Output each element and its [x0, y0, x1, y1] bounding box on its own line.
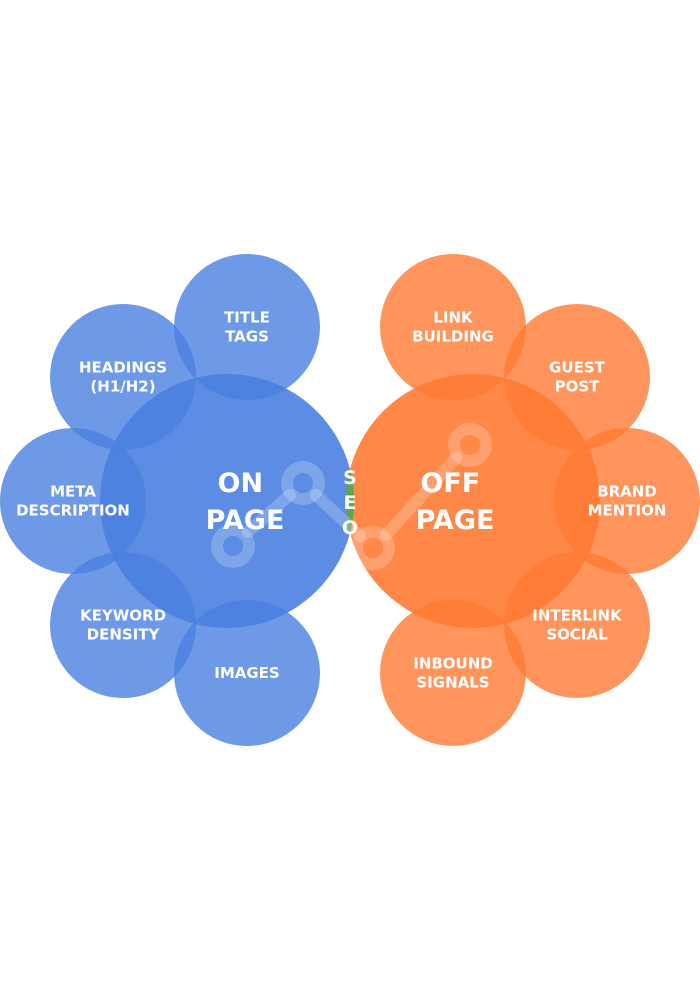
- off-page-group: [346, 254, 700, 746]
- off-page-center-circle: [346, 374, 600, 628]
- on-page-title: ON PAGE: [206, 468, 285, 536]
- on-page-petal-label: HEADINGS(H1/H2): [79, 359, 167, 396]
- seo-letter: O: [342, 517, 358, 539]
- seo-letter: S: [343, 467, 357, 489]
- on-page-petal-label: IMAGES: [214, 664, 279, 682]
- off-page-petal-circle: [380, 600, 526, 746]
- on-page-petal-circle: [174, 600, 320, 746]
- seo-letter: E: [344, 492, 357, 514]
- off-page-title: OFF PAGE: [416, 468, 495, 536]
- link-network-icon: [211, 423, 492, 570]
- on-page-center-circle: [100, 374, 354, 628]
- on-page-petal-circle: [174, 254, 320, 400]
- seo-center-label: S E O: [342, 467, 358, 539]
- on-page-group: [0, 254, 354, 746]
- off-page-petal-circle: [380, 254, 526, 400]
